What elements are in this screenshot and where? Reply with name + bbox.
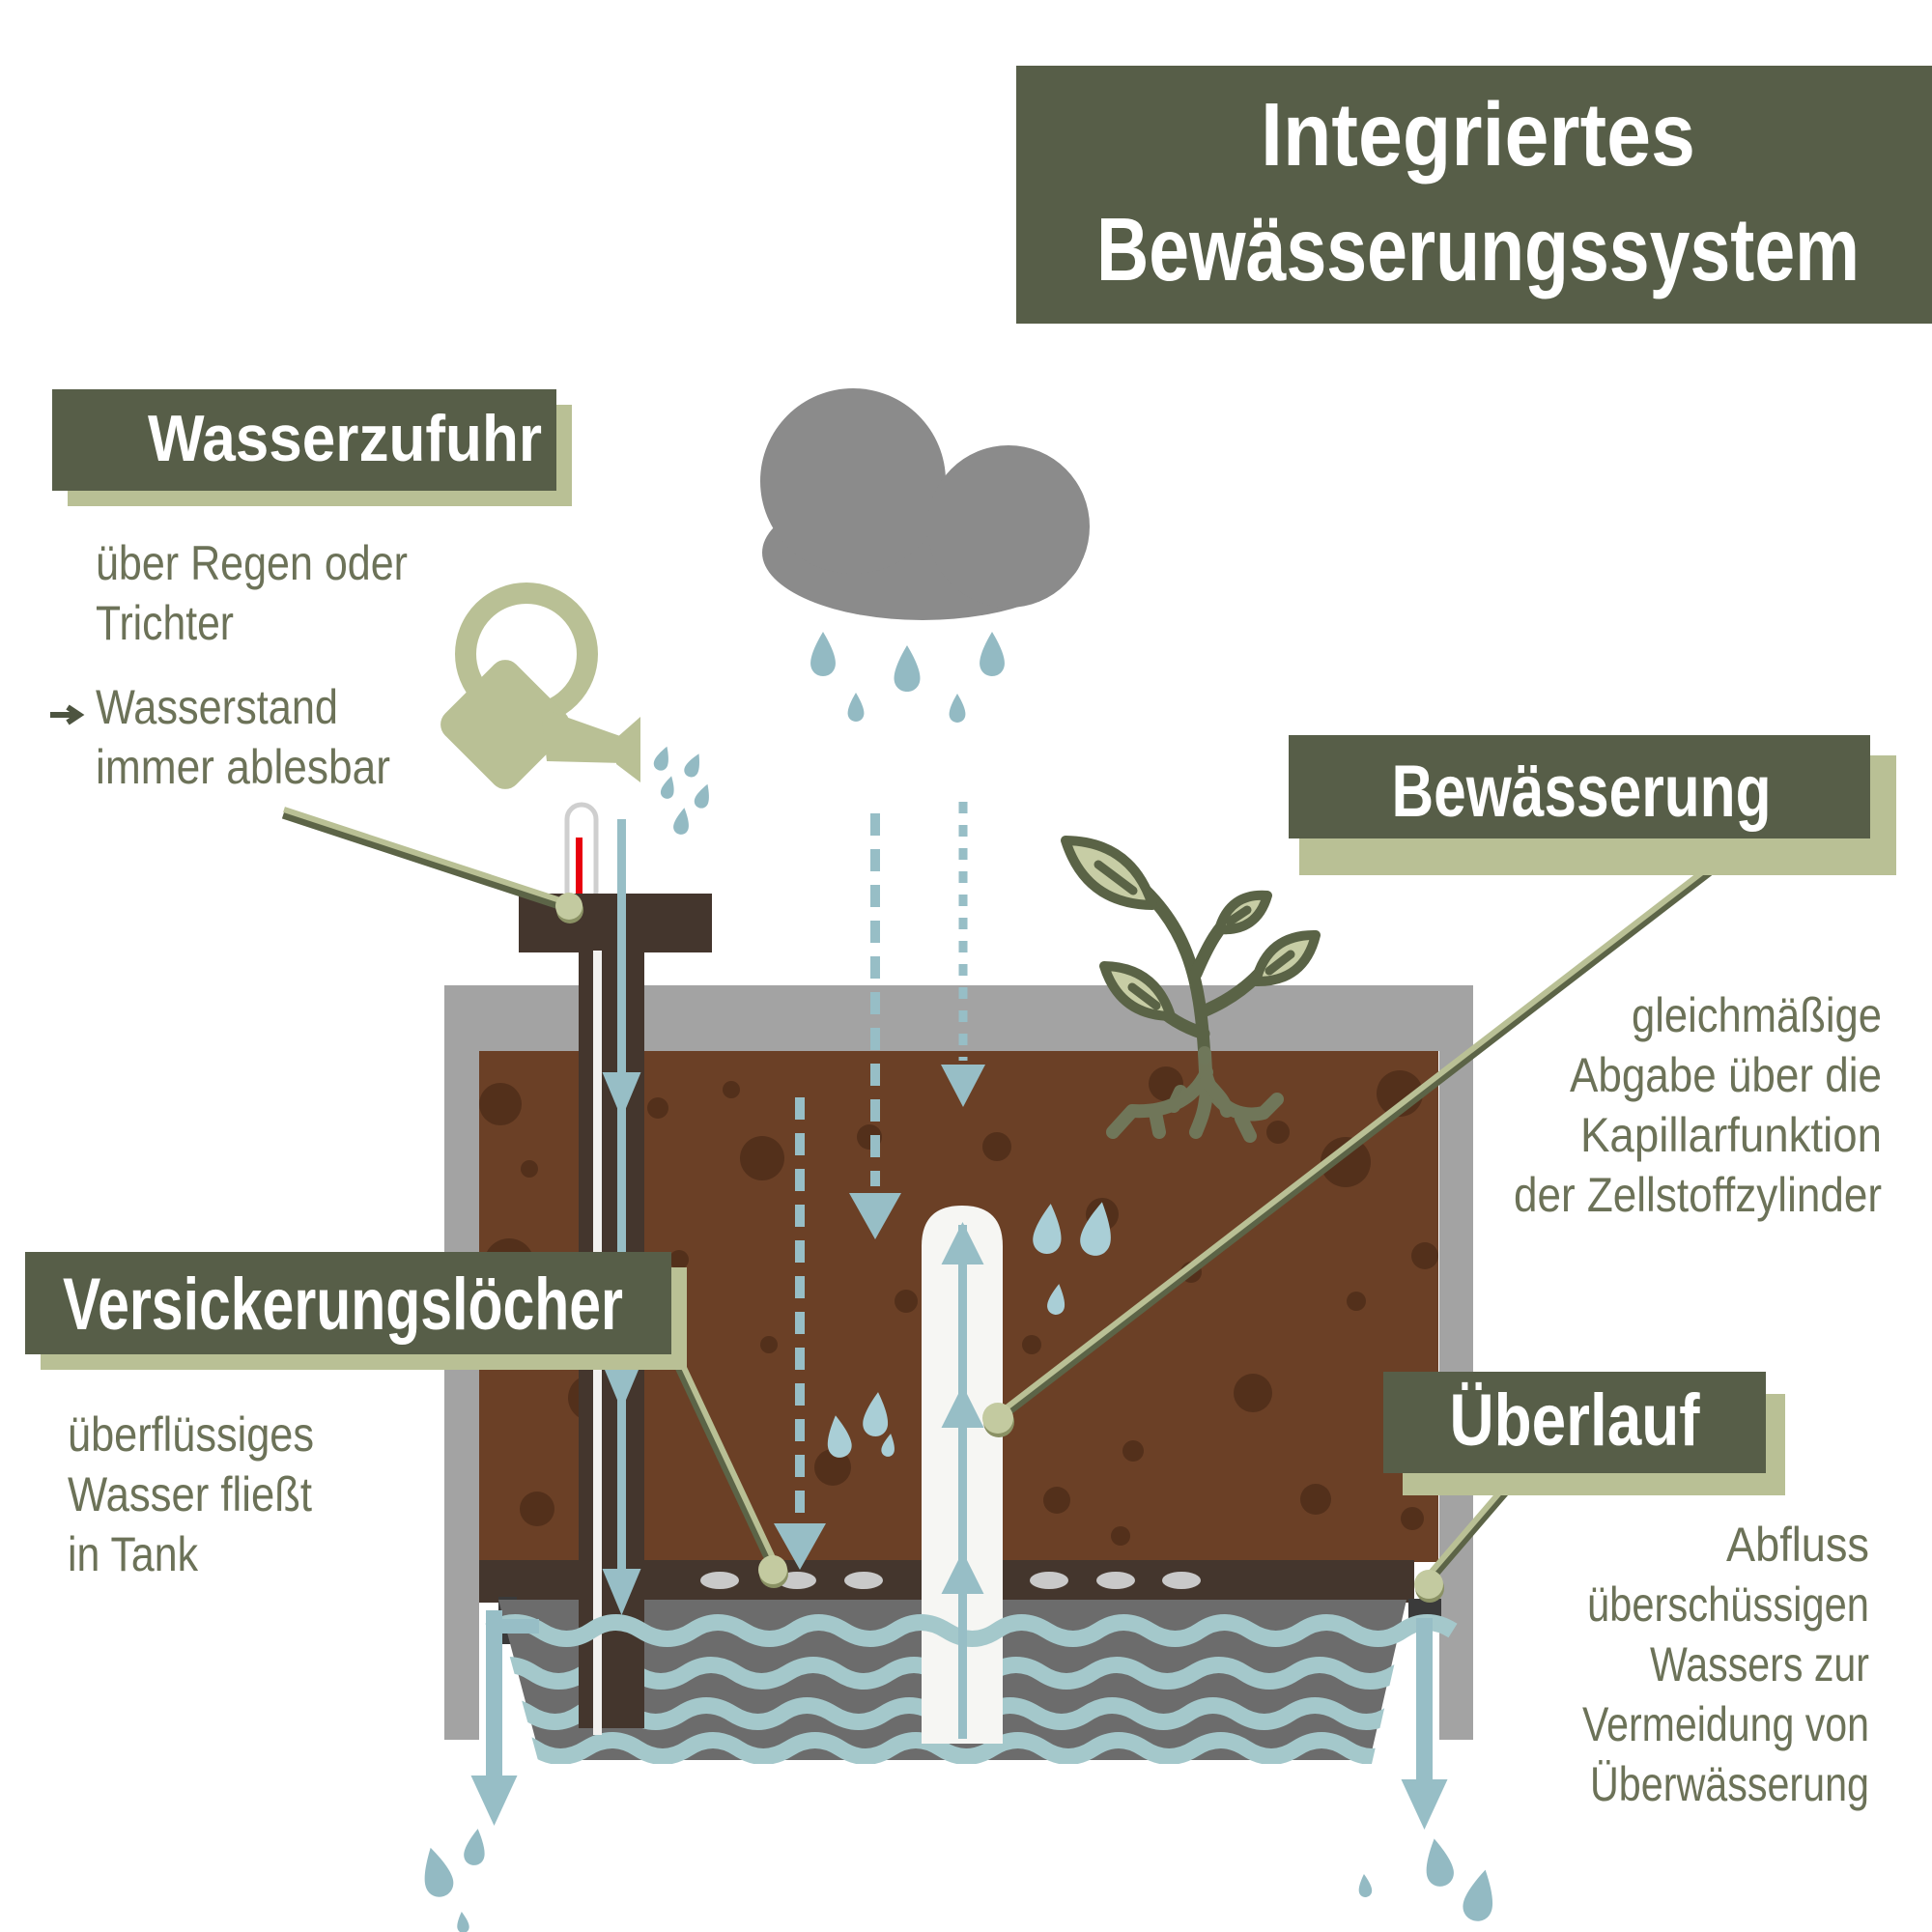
svg-text:über Regen oder: über Regen oder (96, 536, 408, 590)
svg-text:Kapillarfunktion: Kapillarfunktion (1580, 1108, 1882, 1162)
svg-text:Wasserstand: Wasserstand (96, 680, 338, 734)
svg-text:überflüssiges: überflüssiges (68, 1407, 314, 1462)
svg-text:Bewässerung: Bewässerung (1392, 751, 1772, 833)
svg-text:in Tank: in Tank (68, 1527, 199, 1581)
svg-text:Abgabe über die: Abgabe über die (1570, 1048, 1882, 1102)
svg-text:Wasser fließt: Wasser fließt (68, 1467, 312, 1521)
svg-text:Vermeidung von: Vermeidung von (1582, 1697, 1869, 1751)
svg-text:gleichmäßige: gleichmäßige (1632, 988, 1882, 1042)
svg-text:der Zellstoffzylinder: der Zellstoffzylinder (1514, 1168, 1882, 1222)
svg-text:Trichter: Trichter (96, 596, 234, 650)
svg-text:Bewässerungssystem: Bewässerungssystem (1096, 199, 1860, 299)
svg-text:Abfluss: Abfluss (1726, 1518, 1869, 1572)
svg-text:Wasserzufuhr: Wasserzufuhr (148, 402, 542, 475)
svg-text:Überlauf: Überlauf (1450, 1379, 1701, 1462)
svg-text:immer ablesbar: immer ablesbar (96, 740, 390, 794)
svg-text:Überwässerung: Überwässerung (1590, 1757, 1869, 1811)
svg-text:Integriertes: Integriertes (1261, 84, 1695, 185)
svg-text:Wassers zur: Wassers zur (1650, 1637, 1869, 1691)
svg-text:Versickerungslöcher: Versickerungslöcher (63, 1264, 623, 1346)
svg-text:überschüssigen: überschüssigen (1587, 1577, 1869, 1632)
